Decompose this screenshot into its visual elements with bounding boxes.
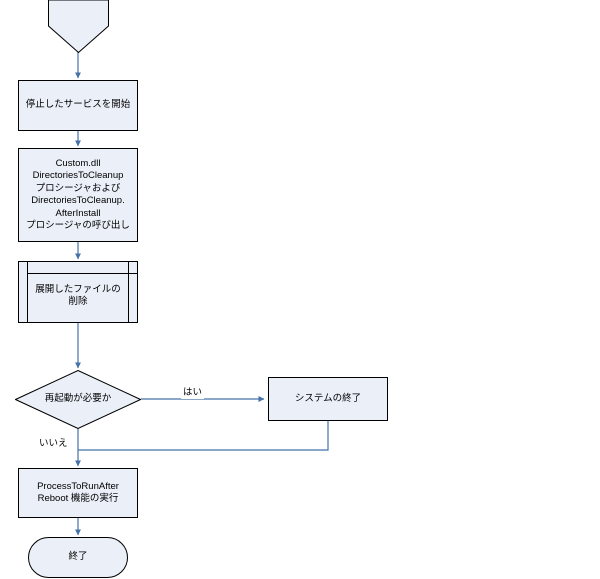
- node-process-to-run-after-reboot[interactable]: ProcessToRunAfter Reboot 機能の実行: [18, 468, 138, 518]
- node-reboot-required[interactable]: 再起動が必要か: [15, 370, 141, 429]
- node-label: システムの終了: [294, 392, 362, 404]
- node-system-shutdown[interactable]: システムの終了: [268, 377, 388, 421]
- edge-label-yes: はい: [181, 387, 205, 399]
- off-page-connector-icon: [48, 0, 109, 53]
- shape-left-rule: [27, 262, 28, 322]
- node-label: ProcessToRunAfter Reboot 機能の実行: [37, 480, 119, 505]
- node-custom-dll-procedures[interactable]: Custom.dll DirectoriesToCleanup プロシージャおよ…: [18, 148, 138, 242]
- decision-diamond-icon: [15, 370, 141, 429]
- node-delete-extracted-files[interactable]: 展開したファイルの 削除: [18, 261, 138, 323]
- node-label: 再起動が必要か: [44, 393, 112, 405]
- node-end[interactable]: 終了: [28, 537, 128, 578]
- shape-right-rule: [128, 262, 129, 322]
- shape-top-rule: [27, 273, 137, 274]
- node-start-stopped-services[interactable]: 停止したサービスを開始: [18, 80, 138, 131]
- node-offpage-start[interactable]: [48, 0, 109, 53]
- node-label: 終了: [68, 551, 88, 563]
- node-label: 展開したファイルの 削除: [35, 283, 121, 308]
- node-label: 停止したサービスを開始: [25, 99, 131, 111]
- node-label: Custom.dll DirectoriesToCleanup プロシージャおよ…: [26, 157, 130, 232]
- edge-label-no: いいえ: [37, 438, 70, 450]
